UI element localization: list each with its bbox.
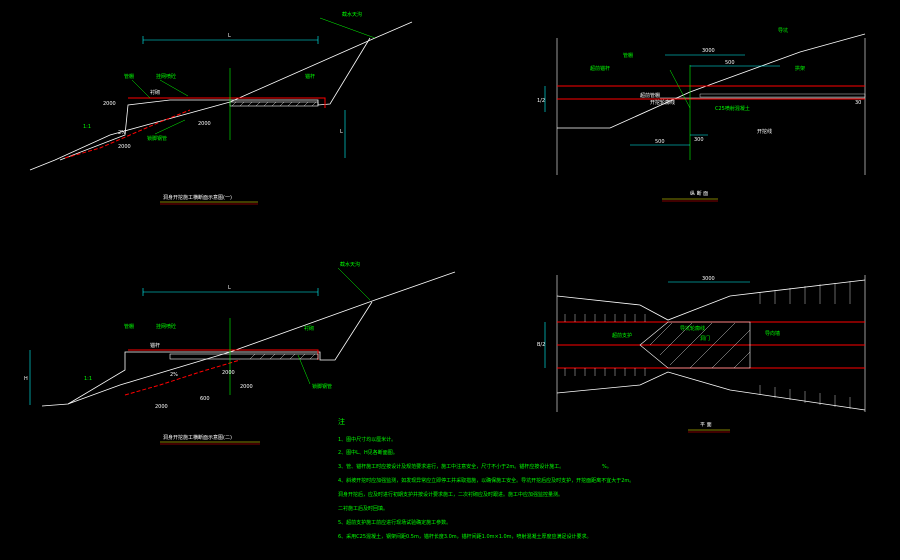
note-1: 1、图中尺寸均以厘米计。 — [338, 436, 396, 443]
ratio-inner: 2% — [170, 372, 178, 378]
note-5: 5、超前支护施工前应进行现场试验确定施工参数。 — [338, 519, 451, 526]
dim-side: B/2 — [537, 342, 545, 348]
label-5: 锁脚钢管 — [147, 135, 167, 142]
ground-line — [29, 21, 413, 171]
dim-top-label: L — [228, 285, 231, 291]
dim-side: 1/2 — [537, 98, 545, 104]
dim-side-label: L — [340, 129, 343, 135]
label-2: 导向墙 — [765, 330, 780, 337]
note-2: 2、图中L、H见各断面图。 — [338, 449, 398, 456]
hatch-bar — [169, 353, 319, 360]
excavation-line — [59, 37, 371, 161]
title-bottom-left: 洞身开挖施工横断面示意图(二) — [163, 434, 232, 441]
label-2: 管棚 — [623, 52, 633, 59]
label-2: 挂网喷砼 — [156, 73, 176, 80]
view-top-right: 3000 500 500 300 1/2 30 导坑 超前锚杆 管棚 超前管棚 … — [537, 27, 866, 202]
title-top-right: 纵 断 面 — [690, 190, 708, 197]
view-top-left: L L 1:1 2% 2000 2000 2000 截水天沟 管棚 挂网喷砼 锚… — [29, 11, 413, 205]
label-6: 拱架 — [795, 65, 805, 72]
label-1: 超前锚杆 — [590, 65, 610, 72]
label-4: 锚杆 — [150, 342, 160, 349]
title-bottom-right: 平 面 — [700, 422, 712, 428]
label-2: 挂网喷砼 — [156, 323, 176, 330]
view-bottom-right: 3000 B/2 洞门 超前支护 导向墙 导坑轮廓线 平 面 — [537, 275, 866, 433]
label-4: 衬砌 — [150, 89, 160, 96]
dim-bottom-b: 300 — [694, 137, 704, 143]
dim-right: 30 — [855, 100, 861, 106]
slope-ratio: 1:1 — [84, 376, 92, 382]
label-1: 超前支护 — [612, 332, 632, 339]
notes-heading: 注 — [338, 417, 345, 426]
label-5: 锁脚钢管 — [312, 383, 332, 390]
ground-line — [41, 271, 456, 407]
dim-a: 2000 — [155, 404, 168, 410]
dim-b: 600 — [200, 396, 210, 402]
dim-top-b: 500 — [725, 60, 735, 66]
hatched-wedge — [639, 321, 751, 369]
view-bottom-left: L H 1:1 2% 2000 600 2000 2000 截水天沟 管棚 挂网… — [24, 261, 456, 445]
title-top-left: 洞身开挖施工横断面示意图(一) — [163, 194, 232, 201]
label-0: 洞门 — [700, 335, 710, 342]
label-1: 管棚 — [124, 73, 134, 80]
dim-top-label: L — [228, 33, 231, 39]
label-1: 管棚 — [124, 323, 134, 330]
label-5: 开挖轮廓线 — [650, 99, 675, 106]
dim-a: 2000 — [118, 144, 131, 150]
dim-d: 2000 — [240, 384, 253, 390]
label-4: C25喷射混凝土 — [715, 105, 750, 112]
ratio-inner: 2% — [118, 130, 126, 136]
note-4b: 洞身开挖后，应及时进行初期支护并按设计要求施工，二次衬砌应及时跟进。施工中应加强… — [338, 491, 563, 498]
note-percent: %。 — [602, 464, 612, 470]
label-3: 衬砌 — [304, 325, 314, 332]
pipe-red-slope — [64, 109, 191, 159]
excavation-line — [67, 301, 373, 405]
pipe-red — [128, 97, 326, 108]
slope-ratio: 1:1 — [83, 124, 91, 130]
note-6: 6、采用C25混凝土，钢架间距0.5m，锚杆长度3.0m，锚杆间距1.0m×1.… — [338, 533, 592, 540]
note-4: 4、斜坡开挖时应加强监测，如发现异常应立即停工并采取措施，以确保施工安全。导坑开… — [338, 477, 634, 484]
label-0: 截水天沟 — [342, 11, 362, 18]
note-4c: 二衬施工后及时回填。 — [338, 505, 388, 512]
dim-top: 3000 — [702, 276, 715, 282]
label-3: 超前管棚 — [640, 92, 660, 99]
label-0: 导坑 — [778, 27, 788, 34]
label-3: 导坑轮廓线 — [680, 325, 705, 332]
note-3: 3、管、锚杆施工时应按设计及规范要求进行，施工中注意安全，尺寸不小于2m。锚杆应… — [338, 463, 564, 470]
pipe-red-slope — [124, 359, 241, 396]
dim-bottom-a: 500 — [655, 139, 665, 145]
dim-b: 2000 — [198, 121, 211, 127]
dim-c: 2000 — [222, 370, 235, 376]
hatch-strip — [699, 93, 866, 98]
notes-block: 注 1、图中尺寸均以厘米计。 2、图中L、H见各断面图。 3、管、锚杆施工时应按… — [338, 417, 634, 540]
label-3: 锚杆 — [305, 73, 315, 80]
label-0: 截水天沟 — [340, 261, 360, 268]
dim-c: 2000 — [103, 101, 116, 107]
label-7: 开挖线 — [757, 128, 772, 135]
dim-top-a: 3000 — [702, 48, 715, 54]
dim-side-label: H — [24, 376, 28, 382]
